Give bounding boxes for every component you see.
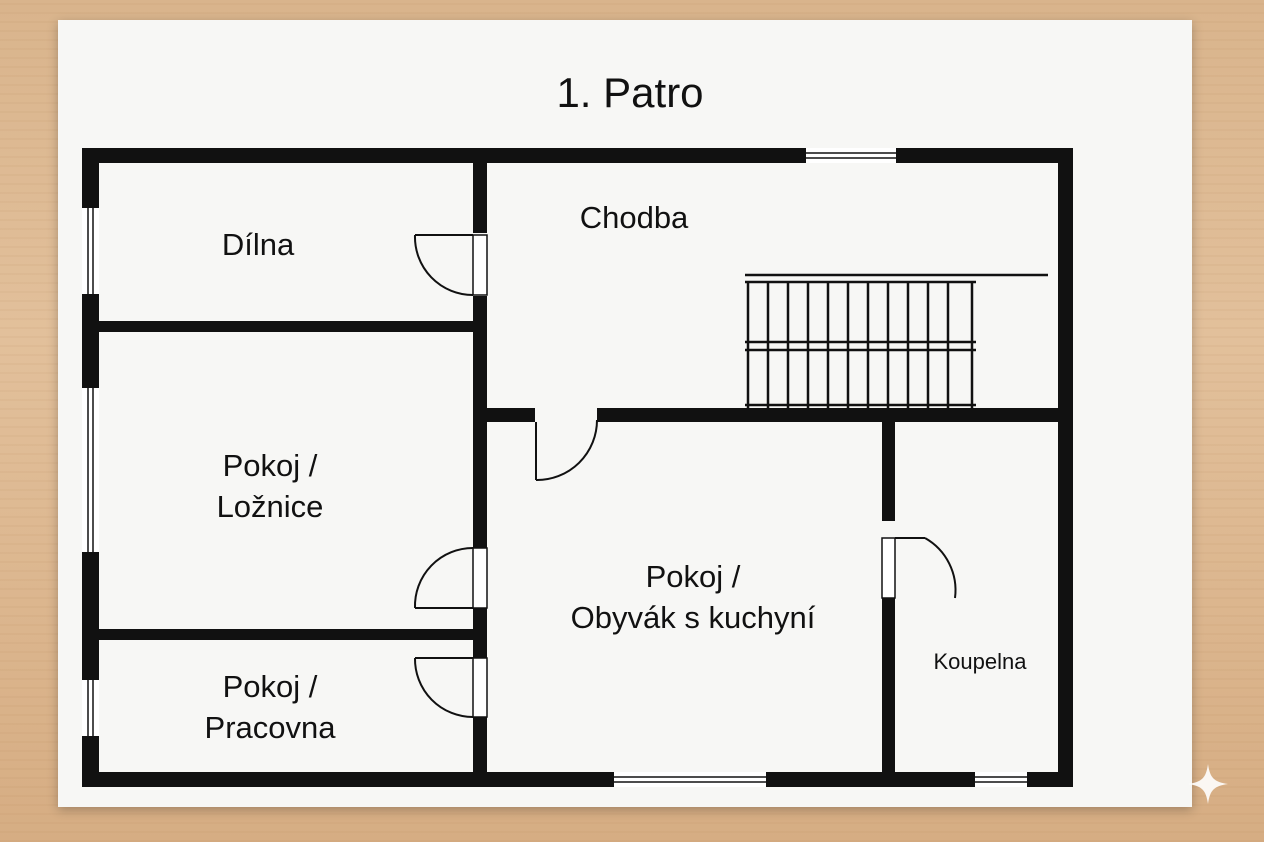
staircase xyxy=(745,273,1048,408)
doors xyxy=(413,234,957,718)
outer-walls xyxy=(82,148,1073,787)
room-label-chodba: Chodba xyxy=(580,200,689,235)
room-label-obyvak-line1: Pokoj / xyxy=(646,559,741,594)
room-label-koupelna: Koupelna xyxy=(934,649,1028,674)
window-left-loznice xyxy=(82,388,99,552)
door-obyvak xyxy=(535,419,598,482)
window-left-pracovna xyxy=(82,680,99,736)
room-label-obyvak-line2: Obyvák s kuchyní xyxy=(571,600,816,635)
plan-title: 1. Patro xyxy=(556,69,703,116)
door-koupelna xyxy=(881,537,957,599)
sparkle-icon xyxy=(1188,764,1228,804)
inner-walls xyxy=(99,148,1058,787)
room-label-dilna: Dílna xyxy=(222,227,295,262)
door-pracovna xyxy=(413,657,488,718)
window-top xyxy=(806,148,896,163)
door-dilna xyxy=(413,234,488,296)
window-bottom-obyvak xyxy=(614,772,766,787)
window-left-dilna xyxy=(82,208,99,294)
room-label-pracovna-line1: Pokoj / xyxy=(223,669,318,704)
room-label-pracovna-line2: Pracovna xyxy=(205,710,337,745)
room-label-loznice-line1: Pokoj / xyxy=(223,448,318,483)
room-label-loznice-line2: Ložnice xyxy=(217,489,324,524)
window-bottom-koupelna xyxy=(975,772,1027,787)
windows xyxy=(82,148,1027,787)
door-loznice xyxy=(413,547,488,609)
